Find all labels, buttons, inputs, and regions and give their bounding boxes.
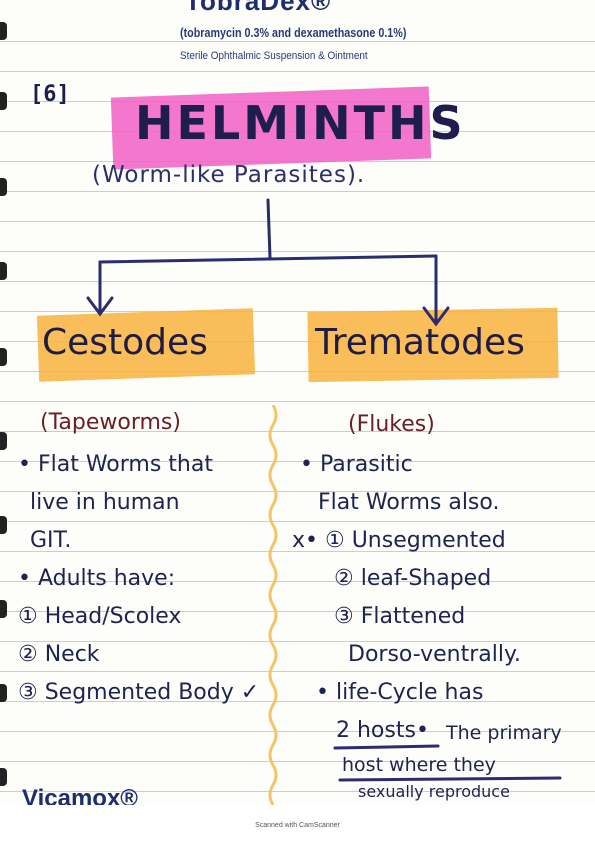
cestodes-note: ② Neck xyxy=(18,642,100,667)
trematodes-common-name: (Flukes) xyxy=(348,412,435,437)
binding-hole xyxy=(0,684,7,702)
trematodes-heading: Trematodes xyxy=(315,322,525,363)
binding-hole xyxy=(0,178,7,196)
arrow-left-head xyxy=(86,296,114,317)
header-brand-line2: Sterile Ophthalmic Suspension & Ointment xyxy=(180,50,368,62)
tree-stem xyxy=(266,198,272,260)
trematodes-note: Dorso-ventrally. xyxy=(348,642,521,667)
binding-hole xyxy=(0,768,7,786)
tree-branch xyxy=(98,254,438,264)
binding-hole xyxy=(0,92,7,110)
binding-holes xyxy=(0,0,10,805)
trematodes-note: ② leaf-Shaped xyxy=(334,566,492,591)
trematodes-note: x• ① Unsegmented xyxy=(292,528,506,553)
trematodes-note: ③ Flattened xyxy=(334,604,466,629)
cestodes-note: • Flat Worms that xyxy=(18,452,213,477)
binding-hole xyxy=(0,348,7,366)
cestodes-note: • Adults have: xyxy=(18,566,176,591)
trematodes-note: Flat Worms also. xyxy=(318,490,500,515)
cestodes-heading: Cestodes xyxy=(42,322,208,363)
binding-hole xyxy=(0,516,7,534)
cestodes-note: GIT. xyxy=(30,528,72,553)
host-underline xyxy=(338,776,562,782)
binding-hole xyxy=(0,432,7,450)
notebook-page: TobraDex® (tobramycin 0.3% and dexametha… xyxy=(0,0,595,805)
cestodes-note: live in human xyxy=(30,490,180,515)
divider-wavy-line xyxy=(268,405,278,805)
binding-hole xyxy=(0,262,7,280)
cestodes-note: ③ Segmented Body ✓ xyxy=(18,680,260,705)
page-subtitle: (Worm-like Parasites). xyxy=(92,162,366,188)
scanner-caption: Scanned with CamScanner xyxy=(255,822,340,829)
hosts-underline xyxy=(333,744,440,750)
page-title: HELMINTHS xyxy=(135,96,466,150)
trematodes-note: The primary xyxy=(446,722,562,744)
trematodes-note: sexually reproduce xyxy=(358,782,510,801)
trematodes-note: • life-Cycle has xyxy=(316,680,484,705)
binding-hole xyxy=(0,600,7,618)
cestodes-note: ① Head/Scolex xyxy=(18,604,182,629)
trematodes-note: • Parasitic xyxy=(300,452,413,477)
trematodes-note: 2 hosts• xyxy=(336,718,429,743)
tree-diagram xyxy=(86,198,562,782)
footer-brand: Vicamox® xyxy=(22,785,138,805)
header-brand: TobraDex® xyxy=(185,0,332,16)
trematodes-note: host where they xyxy=(342,754,496,776)
binding-hole xyxy=(0,22,7,40)
page-number: [6] xyxy=(30,82,70,107)
cestodes-common-name: (Tapeworms) xyxy=(40,410,181,435)
header-brand-line1: (tobramycin 0.3% and dexamethasone 0.1%) xyxy=(180,26,407,40)
arrow-right-head xyxy=(422,306,450,327)
